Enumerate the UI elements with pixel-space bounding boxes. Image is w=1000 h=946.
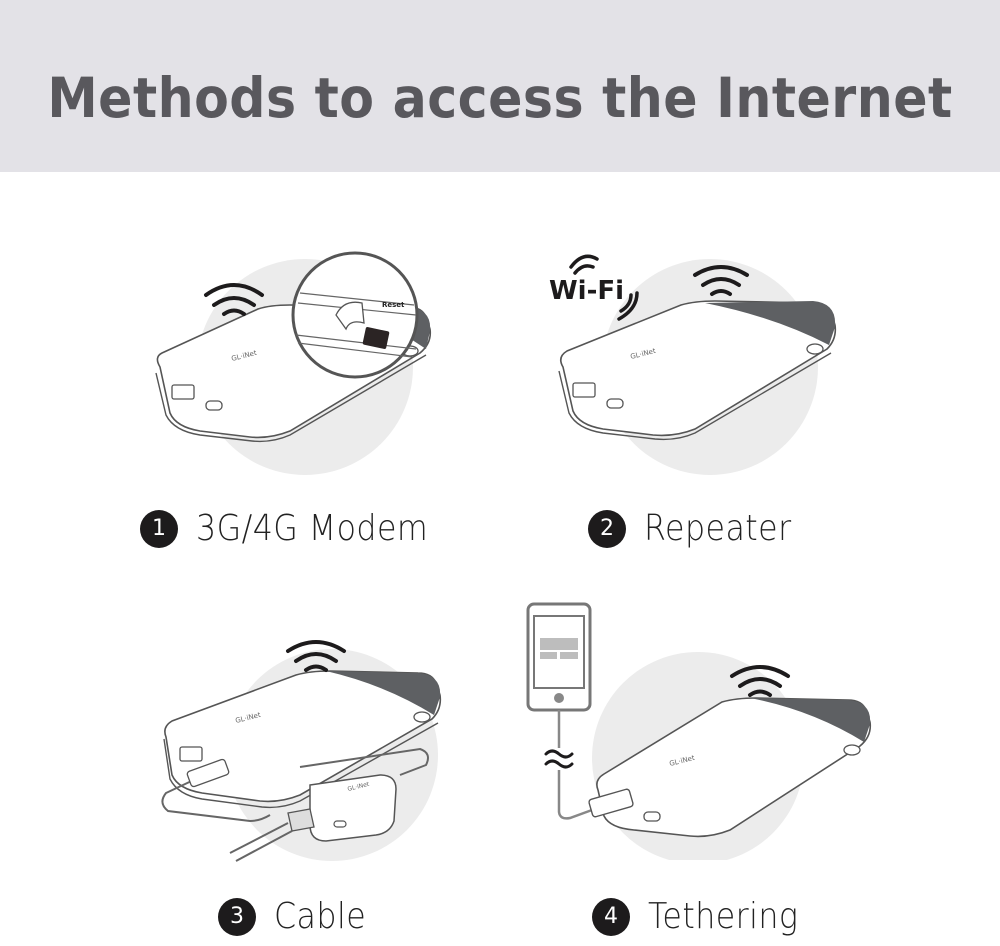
- wifi-signal-icon: [730, 665, 790, 697]
- modem-illustration: GL·iNet Reset: [155, 251, 432, 475]
- header-banner: Methods to access the Internet: [0, 0, 1000, 172]
- repeater-illustration: GL·iNet Wi-Fi: [549, 254, 837, 475]
- method-label: Cable: [274, 896, 367, 937]
- method-caption-1: 1 3G/4G Modem: [140, 508, 460, 549]
- sim-slot-magnifier: Reset: [291, 251, 419, 379]
- method-label: 3G/4G Modem: [196, 508, 429, 549]
- cable-break-icon: [544, 749, 574, 769]
- method-label: Tethering: [648, 896, 799, 937]
- step-number-badge: 2: [588, 509, 626, 548]
- wifi-signal-icon: [693, 265, 749, 296]
- method-panel-repeater: GL·iNet Wi-Fi: [545, 245, 845, 480]
- method-label: Repeater: [644, 508, 792, 549]
- wifi-signal-icon: [286, 640, 346, 672]
- step-number-badge: 3: [218, 897, 256, 936]
- method-caption-4: 4 Tethering: [592, 896, 819, 937]
- method-caption-3: 3 Cable: [218, 896, 379, 937]
- wifi-logo-icon: Wi-Fi: [549, 254, 639, 321]
- svg-text:Wi-Fi: Wi-Fi: [549, 276, 624, 306]
- wifi-signal-icon: [204, 283, 264, 316]
- method-panel-tethering: GL·iNet: [520, 598, 890, 860]
- page-title: Methods to access the Internet: [47, 66, 953, 130]
- cable-illustration: GL·iNet GL·iNet: [161, 640, 442, 862]
- svg-text:Reset: Reset: [382, 301, 405, 309]
- tethering-illustration: GL·iNet: [526, 602, 872, 860]
- step-number-badge: 1: [140, 509, 178, 548]
- method-panel-modem: GL·iNet Reset: [140, 245, 450, 480]
- step-number-badge: 4: [592, 897, 630, 936]
- method-panel-cable: GL·iNet GL·iNet: [150, 625, 450, 870]
- method-caption-2: 2 Repeater: [588, 508, 812, 549]
- smartphone-icon: [526, 602, 592, 748]
